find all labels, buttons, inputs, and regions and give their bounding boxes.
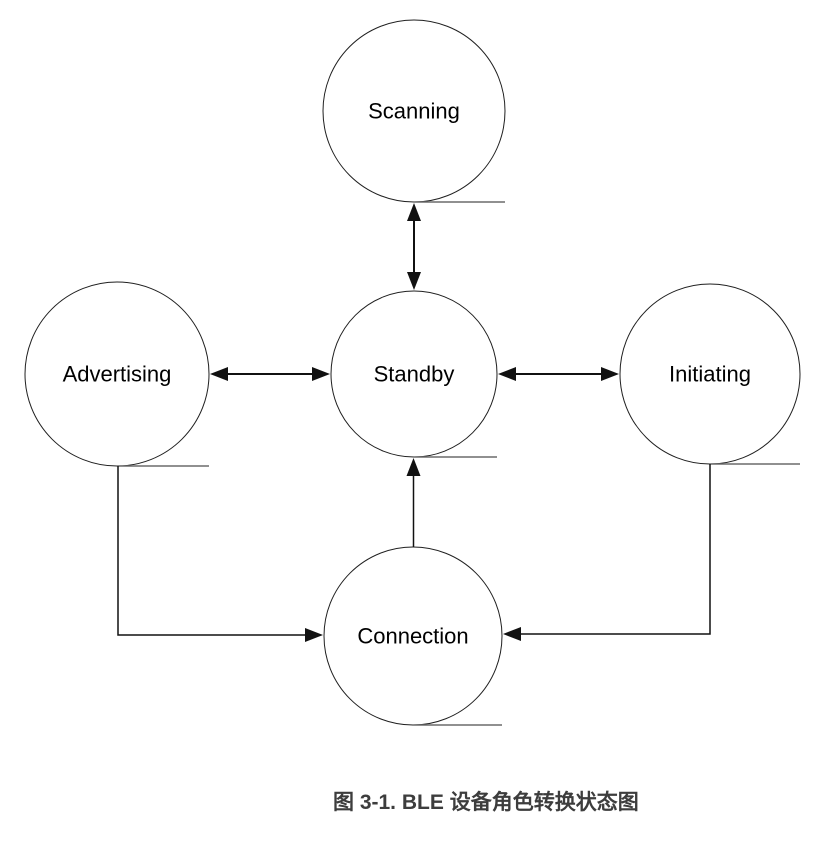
arrowhead-left-icon bbox=[498, 367, 516, 381]
arrowhead-down-icon bbox=[407, 272, 421, 290]
edge-initiating-connection bbox=[521, 464, 711, 635]
arrowhead-up-icon bbox=[407, 203, 421, 221]
state-label-connection: Connection bbox=[357, 624, 468, 649]
state-label-advertising: Advertising bbox=[63, 362, 172, 387]
arrowhead-right-icon bbox=[305, 628, 323, 642]
state-label-scanning: Scanning bbox=[368, 99, 460, 124]
arrowhead-up-icon bbox=[406, 458, 421, 476]
arrowhead-right-icon bbox=[601, 367, 619, 381]
arrowhead-left-icon bbox=[210, 367, 228, 381]
state-label-standby: Standby bbox=[374, 362, 455, 387]
figure-caption: 图 3-1. BLE 设备角色转换状态图 bbox=[333, 791, 639, 814]
edge-advertising-connection bbox=[117, 466, 307, 636]
arrowhead-left-icon bbox=[503, 627, 521, 641]
state-label-initiating: Initiating bbox=[669, 362, 751, 387]
arrowhead-right-icon bbox=[312, 367, 330, 381]
